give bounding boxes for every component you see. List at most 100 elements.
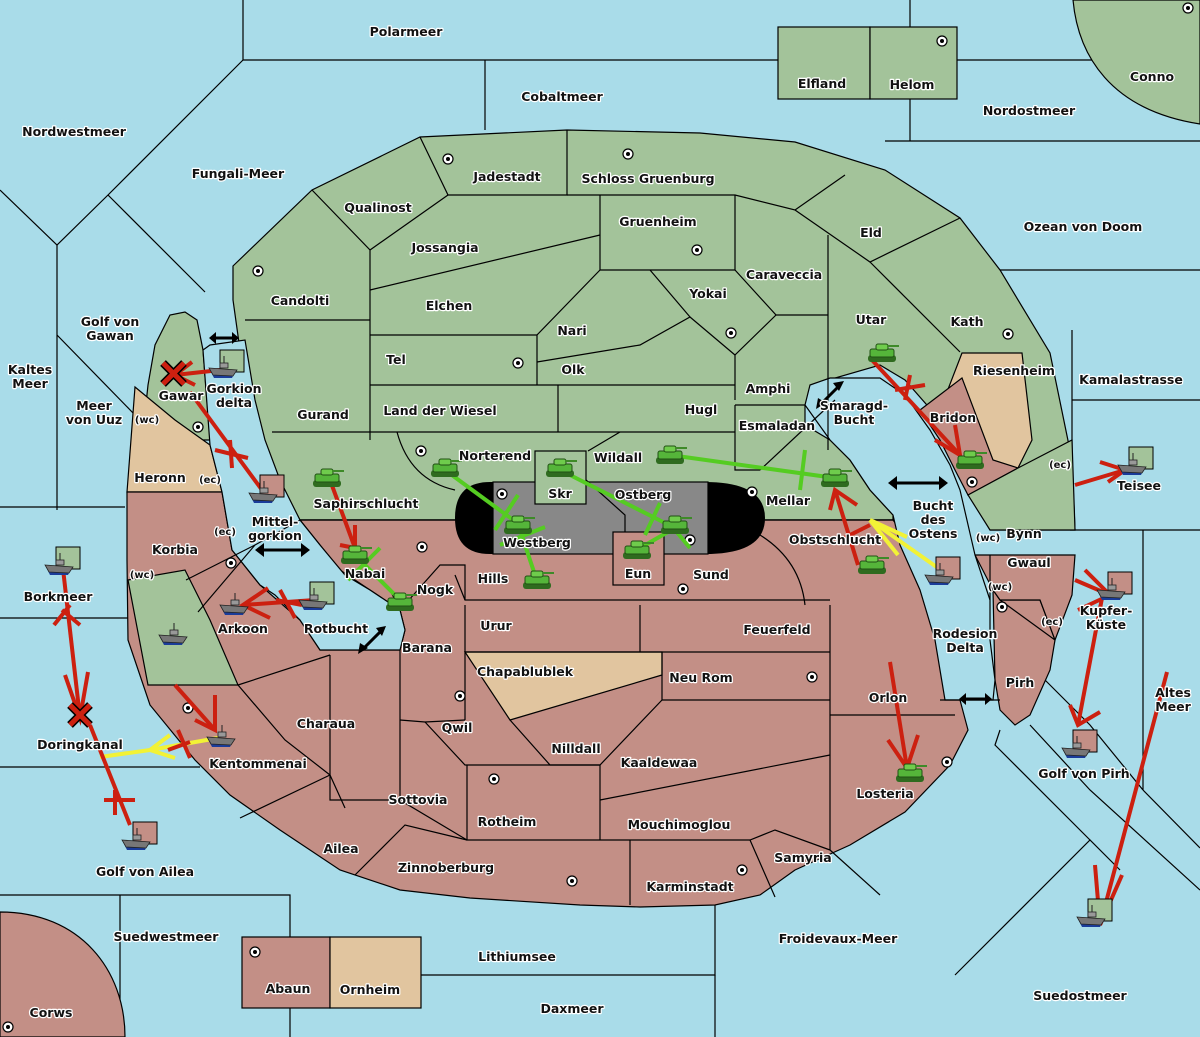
- sea-label-altesmeer: Meer: [1155, 699, 1191, 714]
- province-bynn[interactable]: [967, 439, 1076, 531]
- army-unit-icon[interactable]: [431, 458, 462, 477]
- province-label-nogk: Nogk: [417, 582, 454, 597]
- province-verlorenes-land[interactable]: [127, 569, 239, 686]
- province-label-eun: Eun: [625, 566, 651, 581]
- army-unit-icon[interactable]: [956, 450, 987, 469]
- coast-label-ec: (ec): [199, 475, 221, 486]
- province-label-nabai: Nabai: [345, 566, 386, 581]
- supply-center-icon: [566, 875, 578, 887]
- sea-label-kamala: Kamalastrasse: [1079, 372, 1183, 387]
- army-unit-icon[interactable]: [896, 763, 927, 782]
- army-unit-icon[interactable]: [656, 445, 687, 464]
- sea-gorkion-channel[interactable]: [202, 339, 406, 651]
- province-label-caraveccia: Caraveccia: [746, 267, 822, 282]
- province-label-heronn: Heronn: [134, 470, 186, 485]
- province-label-obstschlucht: Obstschlucht: [789, 532, 881, 547]
- army-unit-icon[interactable]: [313, 468, 344, 487]
- supply-center-icon: [936, 35, 948, 47]
- army-unit-icon[interactable]: [858, 555, 889, 574]
- province-label-bynn: Bynn: [1006, 526, 1041, 541]
- fleet-unit-icon[interactable]: [1117, 446, 1154, 475]
- province-ornheim[interactable]: [329, 936, 422, 1009]
- sea-label-borkmeer: Borkmeer: [24, 589, 94, 604]
- province-label-riesenheim: Riesenheim: [973, 363, 1055, 378]
- province-label-korbia: Korbia: [152, 542, 198, 557]
- province-label-qualinost: Qualinost: [344, 200, 411, 215]
- sea-label-bucht: des: [921, 512, 946, 527]
- fleet-unit-icon[interactable]: [219, 593, 249, 615]
- province-label-zinnoberburg: Zinnoberburg: [398, 860, 494, 875]
- province-corws[interactable]: [0, 911, 126, 1037]
- sea-label-altesmeer: Altes: [1155, 685, 1191, 700]
- province-label-sund: Sund: [693, 567, 729, 582]
- fleet-unit-icon[interactable]: [121, 821, 158, 850]
- army-unit-icon[interactable]: [523, 570, 554, 589]
- sea-label-kupfer: Kupfer-: [1080, 603, 1133, 618]
- province-label-kentommenai: Kentommenai: [209, 756, 307, 771]
- fleet-unit-icon[interactable]: [1061, 729, 1098, 758]
- army-unit-icon[interactable]: [341, 545, 372, 564]
- supply-center-icon: [746, 486, 758, 498]
- sea-label-smaragd: Bucht: [834, 412, 875, 427]
- continent-north: [126, 129, 1076, 531]
- province-label-orlon: Orlon: [869, 690, 908, 705]
- province-label-ornheim: Ornheim: [340, 982, 400, 997]
- province-label-jossangia: Jossangia: [410, 240, 478, 255]
- sea-label-nordostmeer: Nordostmeer: [983, 103, 1076, 118]
- sea-label-bucht: Ostens: [909, 526, 958, 541]
- province-label-gawar: Gawar: [159, 388, 205, 403]
- sea-label-smaragd: Smaragd-: [820, 398, 888, 413]
- army-unit-icon[interactable]: [623, 540, 654, 559]
- sea-label-bucht: Bucht: [913, 498, 954, 513]
- fleet-unit-icon[interactable]: [298, 581, 335, 610]
- fleet-unit-icon[interactable]: [1076, 898, 1113, 927]
- supply-center-icon: [252, 265, 264, 277]
- sea-label-mittelgorkion: gorkion: [248, 528, 302, 543]
- province-label-gruenheim: Gruenheim: [619, 214, 696, 229]
- sea-label-mittelgorkion: Mittel-: [252, 514, 299, 529]
- army-unit-icon[interactable]: [504, 515, 535, 534]
- province-elfland[interactable]: [777, 26, 871, 100]
- coast-label-ec: (ec): [214, 527, 236, 538]
- province-label-rotheim: Rotheim: [478, 814, 537, 829]
- army-unit-icon[interactable]: [546, 458, 577, 477]
- sea-label-suedwestmeer: Suedwestmeer: [114, 929, 220, 944]
- army-unit-icon[interactable]: [868, 343, 899, 362]
- province-label-samyria: Samyria: [774, 850, 832, 865]
- fleet-unit-icon[interactable]: [208, 349, 245, 378]
- province-label-eld: Eld: [860, 225, 882, 240]
- supply-center-icon: [966, 476, 978, 488]
- sea-label-golfgawan: Gawan: [86, 328, 134, 343]
- supply-center-icon: [1002, 328, 1014, 340]
- sea-label-rodesion: Rodesion: [933, 626, 998, 641]
- province-label-bridon: Bridon: [930, 410, 976, 425]
- orders-overlay: [52, 358, 1169, 926]
- province-label-charaua: Charaua: [297, 716, 355, 731]
- army-unit-icon[interactable]: [661, 515, 692, 534]
- supply-center-icon: [622, 148, 634, 160]
- fleet-unit-icon[interactable]: [206, 725, 236, 747]
- sea-label-rodesion: Delta: [946, 640, 984, 655]
- province-label-urur: Urur: [480, 618, 512, 633]
- province-conno[interactable]: [1072, 0, 1200, 125]
- coast-label-wc: (wc): [135, 415, 159, 426]
- fleet-unit-icon[interactable]: [158, 623, 188, 645]
- supply-center-icon: [725, 327, 737, 339]
- fleet-unit-icon[interactable]: [248, 474, 285, 503]
- province-label-olk: Olk: [561, 362, 585, 377]
- supply-center-icon: [691, 244, 703, 256]
- province-gwaul[interactable]: [974, 554, 1076, 642]
- sea-label-golfgawan: Golf von: [81, 314, 140, 329]
- fleet-unit-icon[interactable]: [924, 556, 961, 585]
- province-label-ailea: Ailea: [323, 841, 358, 856]
- fleet-unit-icon[interactable]: [44, 546, 81, 575]
- province-label-elfland: Elfland: [798, 76, 846, 91]
- convoy-lines: [99, 518, 940, 760]
- army-unit-icon[interactable]: [821, 468, 852, 487]
- army-unit-icon[interactable]: [386, 592, 417, 611]
- province-label-neu-rom: Neu Rom: [669, 670, 732, 685]
- fleet-unit-icon[interactable]: [1096, 571, 1133, 600]
